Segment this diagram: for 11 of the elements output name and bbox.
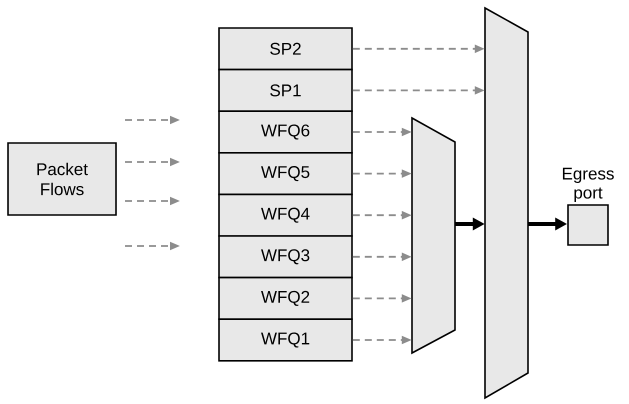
node-label: Egress port: [562, 168, 614, 202]
queue-cell: WFQ3: [218, 235, 353, 278]
port-box: Egress port: [562, 168, 614, 246]
queue-cell: WFQ5: [218, 152, 353, 196]
queue-cell: WFQ6: [218, 110, 353, 154]
queue-cell: WFQ2: [218, 276, 353, 320]
queue-cell: WFQ4: [218, 194, 353, 237]
packet-flows-box: Packet Flows: [7, 142, 117, 216]
queue-cell: SP1: [218, 68, 353, 112]
queue-cell: WFQ1: [218, 318, 353, 362]
queue-cell: SP2: [218, 27, 353, 70]
